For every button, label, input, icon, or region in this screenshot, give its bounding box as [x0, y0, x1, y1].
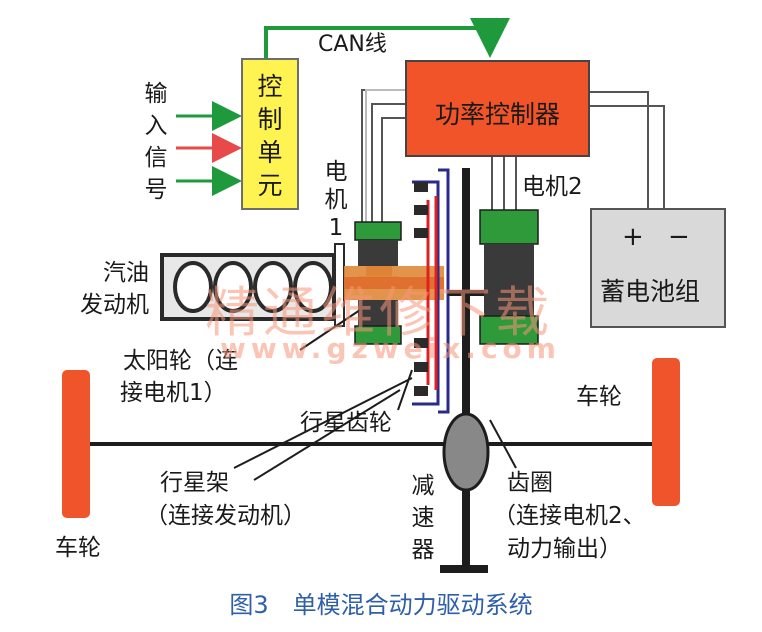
ring-gear-label-3: 动力输出）	[507, 536, 622, 562]
sun-gear-label-2: 接电机1）	[120, 380, 227, 406]
wheel-right-label: 车轮	[576, 384, 622, 410]
output-link	[448, 290, 488, 296]
can-line	[264, 18, 510, 58]
output-base	[440, 565, 488, 573]
control-unit-label: 控制单元	[257, 72, 283, 200]
motor2	[479, 209, 539, 345]
motor1-label: 电机1	[324, 159, 348, 241]
planet-carrier-label-1: 行星架	[160, 470, 229, 496]
reducer	[442, 412, 490, 492]
input-signal-label: 输入信号	[144, 81, 168, 203]
power-controller-label: 功率控制器	[434, 100, 560, 129]
battery-wires	[590, 91, 665, 208]
planet-gears	[414, 182, 428, 396]
battery-label: 蓄电池组	[600, 277, 701, 306]
motor1-wires	[361, 89, 405, 222]
sun-gear-label-1: 太阳轮（连	[123, 348, 238, 374]
control-unit-box	[241, 58, 299, 210]
ring-gear-label-2: （连接电机2、	[493, 503, 646, 529]
ring-gear-label-1: 齿圈	[507, 470, 553, 496]
engine-label-1: 汽油	[103, 260, 149, 286]
engine-label-2: 发动机	[80, 292, 149, 318]
planet-carrier-label-2: （连接发动机）	[145, 503, 306, 529]
output-shaft	[462, 168, 470, 570]
watermark-url: www.gzweix.com	[220, 332, 561, 365]
motor2-wires	[491, 157, 517, 212]
planet-gear-label: 行星齿轮	[300, 410, 392, 436]
motor2-label: 电机2	[522, 174, 583, 200]
reducer-label: 减速器	[411, 473, 435, 563]
watermark-text: 精通维修下载	[205, 281, 553, 344]
engine	[160, 253, 336, 321]
can-line-label: CAN线	[318, 32, 387, 57]
power-controller-box	[405, 60, 590, 157]
shaft-core	[344, 277, 444, 289]
wheel-left	[62, 370, 90, 518]
battery-sign: + −	[622, 222, 698, 252]
leader-lines	[233, 309, 517, 481]
wheel-right	[652, 358, 680, 506]
figure-caption: 图3 单模混合动力驱动系统	[229, 591, 533, 619]
battery-box	[590, 208, 726, 328]
wheel-left-label: 车轮	[55, 535, 101, 561]
